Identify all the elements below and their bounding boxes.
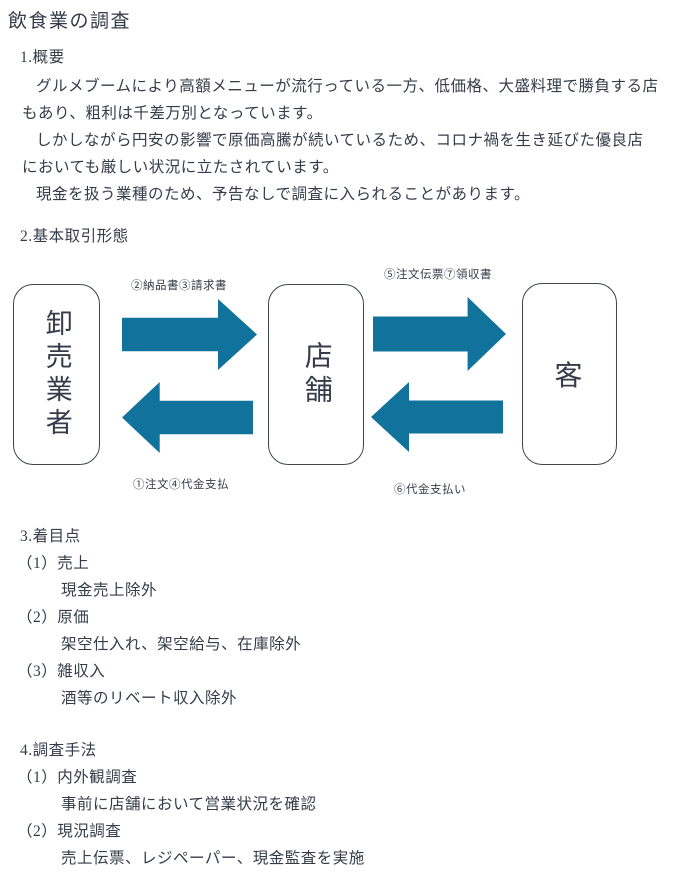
overview-para3: 現金を扱う業種のため、予告なしで調査に入られることがあります。 xyxy=(36,186,530,203)
overview-para2-line2: においても厳しい状況に立たされています。 xyxy=(22,159,339,176)
section-1-heading: 1.概要 xyxy=(20,49,65,66)
overview-para1-line2: もあり、粗利は千差万別となっています。 xyxy=(22,105,323,122)
arrow-right-store-to-customer-icon xyxy=(373,297,506,371)
customer-box: 客 xyxy=(522,283,617,465)
section-3-heading: 3.着目点 xyxy=(20,528,81,545)
methods-item-1-label: （1）内外観調査 xyxy=(17,769,138,786)
arrow-label-payment: ⑥代金支払い xyxy=(394,484,466,496)
points-item-1-label: （1）売上 xyxy=(17,555,90,572)
arrow-label-delivery-invoice: ②納品書③請求書 xyxy=(131,280,227,292)
wholesaler-box-label: 卸売業者 xyxy=(41,308,72,441)
overview-para1-line1: グルメブームにより高額メニューが流行っている一方、低価格、大盛料理で勝負する店 xyxy=(36,78,659,95)
arrow-left-store-to-wholesaler-icon xyxy=(122,382,253,453)
customer-box-label: 客 xyxy=(554,361,585,392)
arrow-label-orderslip-receipt: ⑤注文伝票⑦領収書 xyxy=(384,269,492,281)
store-box-label: 店舗 xyxy=(300,340,332,409)
points-item-2-label: （2）原価 xyxy=(17,609,90,626)
wholesaler-box: 卸売業者 xyxy=(13,284,100,465)
points-item-3-detail: 酒等のリベート収入除外 xyxy=(61,690,238,707)
section-4-heading: 4.調査手法 xyxy=(20,742,97,759)
methods-item-2-detail: 売上伝票、レジペーパー、現金監査を実施 xyxy=(61,850,365,867)
store-box: 店舗 xyxy=(268,284,364,465)
arrow-left-customer-to-store-icon xyxy=(371,382,503,452)
arrow-label-order-payment: ①注文④代金支払 xyxy=(133,479,229,491)
methods-item-1-detail: 事前に店舗において営業状況を確認 xyxy=(61,796,317,813)
section-2-heading: 2.基本取引形態 xyxy=(20,228,129,245)
arrow-right-wholesaler-to-store-icon xyxy=(122,299,257,370)
methods-item-2-label: （2）現況調査 xyxy=(17,823,122,840)
overview-para2-line1: しかしながら円安の影響で原価高騰が続いているため、コロナ禍を生き延びた優良店 xyxy=(36,132,644,149)
points-item-3-label: （3）雑収入 xyxy=(17,663,106,680)
points-item-2-detail: 架空仕入れ、架空給与、在庫除外 xyxy=(61,636,302,653)
points-item-1-detail: 現金売上除外 xyxy=(61,582,158,599)
page-title: 飲食業の調査 xyxy=(8,11,132,32)
